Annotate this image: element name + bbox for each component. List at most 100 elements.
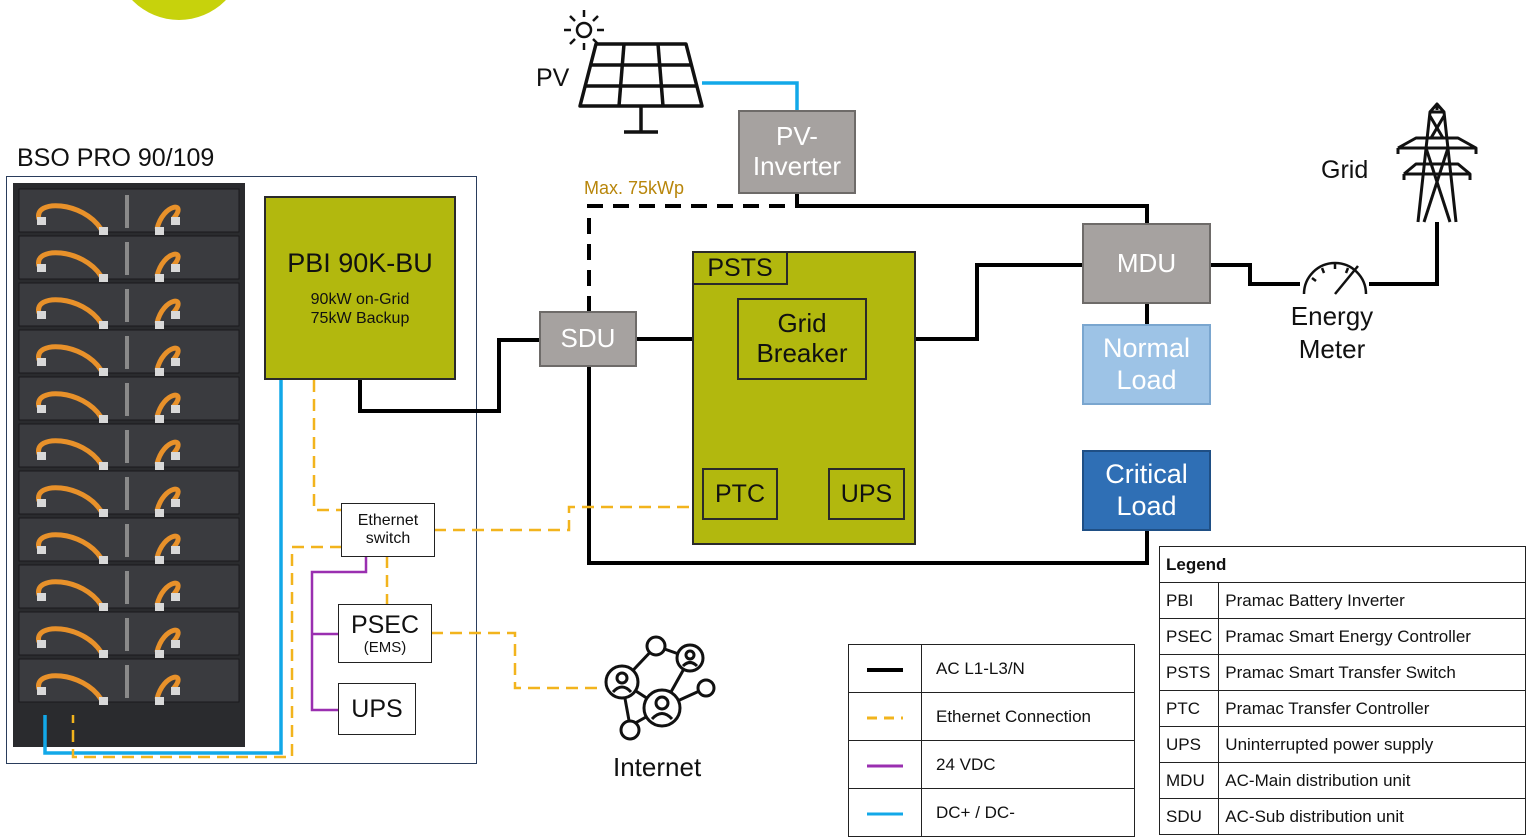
battery-rail xyxy=(125,477,129,510)
legend-abbr: PTC xyxy=(1158,690,1220,727)
ac-line-inverter-mdu xyxy=(795,193,1149,224)
legend-abbr: MDU xyxy=(1158,762,1220,799)
vdc-switch-ups xyxy=(310,556,368,712)
battery-cable xyxy=(154,533,181,559)
eth-psec-internet xyxy=(431,631,600,690)
legend-header-row: Legend xyxy=(1159,546,1526,583)
battery-terminal xyxy=(155,274,164,282)
energy-meter-icon xyxy=(1302,261,1368,295)
ac-line-breaker-mdu xyxy=(866,263,1083,341)
battery-terminal xyxy=(155,227,164,235)
line-key-sample xyxy=(867,716,903,719)
critical-load-box: Critical Load xyxy=(1082,450,1211,531)
battery-cable xyxy=(154,345,181,371)
battery-terminal xyxy=(99,509,108,517)
pbi-title: PBI 90K-BU xyxy=(287,248,433,279)
battery-cable xyxy=(36,250,104,278)
mdu-box: MDU xyxy=(1082,223,1211,304)
battery-terminal xyxy=(37,593,46,601)
normal-load-box: Normal Load xyxy=(1082,324,1211,405)
sun-icon xyxy=(564,10,604,50)
legend-title: Legend xyxy=(1159,546,1526,583)
battery-terminal xyxy=(171,264,180,272)
battery-terminal xyxy=(155,697,164,705)
eth-switch-battery xyxy=(71,545,342,759)
solar-panel-icon xyxy=(578,42,704,134)
battery-terminal xyxy=(37,499,46,507)
battery-terminal xyxy=(99,368,108,376)
psts-ups-box: UPS xyxy=(828,468,905,520)
battery-cable xyxy=(36,203,104,231)
battery-terminal xyxy=(171,687,180,695)
battery-terminal xyxy=(99,462,108,470)
ptc-label: PTC xyxy=(715,479,765,508)
battery-cable xyxy=(36,485,104,513)
battery-cable xyxy=(154,298,181,324)
legend-abbr: SDU xyxy=(1158,798,1220,835)
battery-rail xyxy=(125,336,129,369)
ac-line-meter-grid xyxy=(1369,222,1439,286)
battery-terminal xyxy=(99,650,108,658)
battery-rail xyxy=(125,618,129,651)
psts-box xyxy=(692,251,916,545)
battery-terminal xyxy=(37,687,46,695)
pv-inverter: PV- Inverter xyxy=(738,110,856,194)
battery-terminal xyxy=(171,452,180,460)
battery-terminal xyxy=(37,358,46,366)
battery-cable xyxy=(154,392,181,418)
battery-cable xyxy=(154,439,181,465)
bso-enclosure xyxy=(6,176,477,764)
legend-abbr: PBI xyxy=(1158,582,1220,619)
grid-breaker-line1: Grid xyxy=(777,308,827,339)
line-key-label: DC+ / DC- xyxy=(921,788,1135,837)
line-key-sample xyxy=(867,667,903,672)
legend-abbr: PSEC xyxy=(1158,618,1220,655)
ac-line-sdu-critical xyxy=(587,366,1149,565)
ups-small-label: UPS xyxy=(351,694,403,723)
battery-cable xyxy=(36,438,104,466)
battery-rail xyxy=(125,430,129,463)
grid-breaker: Grid Breaker xyxy=(737,298,867,380)
legend-desc: Uninterrupted power supply xyxy=(1218,726,1526,763)
line-key-swatch xyxy=(848,740,922,789)
line-key-row: 24 VDC xyxy=(848,740,1135,789)
pbi-spec-backup: 75kW Backup xyxy=(310,309,410,327)
line-key-row: AC L1-L3/N xyxy=(848,644,1135,693)
battery-terminal xyxy=(155,650,164,658)
line-key-swatch xyxy=(848,788,922,837)
pv-label: PV xyxy=(536,64,570,92)
line-key-label: 24 VDC xyxy=(921,740,1135,789)
ac-line-pbi-sdu xyxy=(358,338,540,413)
battery-terminal xyxy=(171,499,180,507)
battery-cable xyxy=(154,486,181,512)
battery-terminal xyxy=(99,274,108,282)
line-key-swatch xyxy=(848,692,922,741)
battery-terminal xyxy=(99,415,108,423)
battery-cable xyxy=(36,673,104,701)
energy-meter-line2: Meter xyxy=(1298,333,1366,364)
dc-line-battery xyxy=(43,380,283,755)
sdu-label: SDU xyxy=(560,323,616,354)
internet-network-icon xyxy=(604,635,716,741)
battery-cable xyxy=(36,579,104,607)
battery-terminal xyxy=(155,368,164,376)
ethernet-switch-line1: Ethernet xyxy=(357,511,419,529)
battery-cable xyxy=(36,297,104,325)
battery-terminal xyxy=(171,640,180,648)
critical-load-line1: Critical xyxy=(1105,459,1188,490)
legend-desc: AC-Sub distribution unit xyxy=(1218,798,1526,835)
energy-meter-line1: Energy xyxy=(1290,301,1374,331)
battery-terminal xyxy=(37,264,46,272)
pbi-inverter: PBI 90K-BU 90kW on-Grid 75kW Backup xyxy=(264,196,456,380)
line-key-label: AC L1-L3/N xyxy=(921,644,1135,693)
battery-terminal xyxy=(99,227,108,235)
psts-label: PSTS xyxy=(707,253,773,282)
legend-desc: Pramac Transfer Controller xyxy=(1218,690,1526,727)
